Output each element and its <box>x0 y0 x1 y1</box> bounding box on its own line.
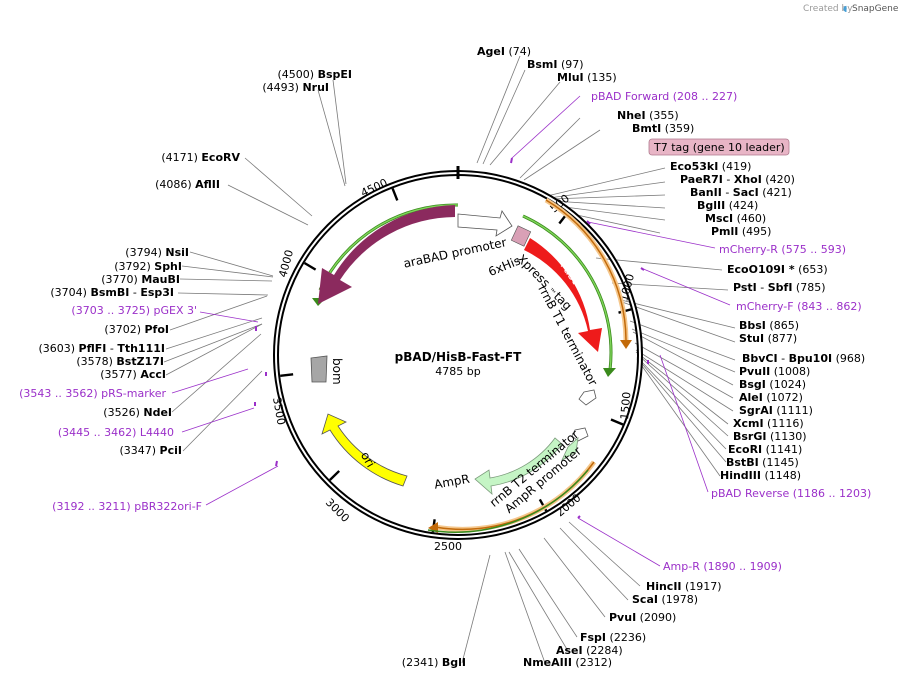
tick-label: 1500 <box>618 391 633 420</box>
enzyme-site-label: (3577) AccI <box>100 368 166 381</box>
tick-mark <box>329 470 341 481</box>
xpress-tag-feature <box>510 225 532 247</box>
enzyme-site-label: (4493) NruI <box>262 81 329 94</box>
enzyme-site-label: BmtI (359) <box>632 122 694 135</box>
enzyme-site-label: (3794) NsiI <box>125 246 189 259</box>
orange-arc-top <box>545 199 627 341</box>
leader-lines <box>163 55 736 664</box>
enzyme-site-label: FspI (2236) <box>580 631 646 644</box>
enzyme-site-label: BsmI (97) <box>527 58 584 71</box>
enzyme-site-label: PstI - SbfI (785) <box>733 281 826 294</box>
enzyme-site-label: EcoRI (1141) <box>728 443 802 456</box>
enzyme-site-label: BanII - SacI (421) <box>690 186 792 199</box>
primer-label: (3192 .. 3211) pBR322ori-F <box>52 500 202 513</box>
tick-mark <box>303 261 317 271</box>
t7-tag-label: T7 tag (gene 10 leader) <box>653 141 785 154</box>
enzyme-site-label: BbvCI - Bpu10I (968) <box>742 352 865 365</box>
tick-mark <box>280 373 294 378</box>
araC-label: araC <box>372 242 401 272</box>
enzyme-site-label: PaeR7I - XhoI (420) <box>680 173 795 186</box>
fast-ft-feature <box>524 238 602 352</box>
tick-mark <box>391 187 399 201</box>
enzyme-site-label: (3770) MauBI <box>101 273 180 286</box>
enzyme-site-label: EcoO109I * (653) <box>727 263 828 276</box>
snapgene-logo-icon: ◖ <box>843 4 847 13</box>
insert-arc-arrowhead <box>603 368 616 377</box>
primer-label: pBAD Reverse (1186 .. 1203) <box>711 487 871 500</box>
enzyme-site-label: (3702) PfoI <box>104 323 169 336</box>
primer-label: pBAD Forward (208 .. 227) <box>591 90 737 103</box>
enzyme-site-label: (4171) EcoRV <box>161 151 240 164</box>
enzyme-site-label: (3704) BsmBI - Esp3I <box>50 286 174 299</box>
tick-label: 3500 <box>270 396 288 426</box>
enzyme-site-label: SgrAI (1111) <box>739 404 813 417</box>
enzyme-site-label: AleI (1072) <box>739 391 803 404</box>
plasmid-name: pBAD/HisB-Fast-FT <box>395 350 522 364</box>
bom-feature <box>310 355 328 383</box>
primer-label: Amp-R (1890 .. 1909) <box>663 560 782 573</box>
enzyme-site-label: Eco53kI (419) <box>670 160 751 173</box>
enzyme-site-label: MscI (460) <box>705 212 766 225</box>
enzyme-site-label: PvuI (2090) <box>609 611 676 624</box>
primer-label: (3543 .. 3562) pRS-marker <box>19 387 166 400</box>
primer-label: mCherry-R (575 .. 593) <box>719 243 846 256</box>
enzyme-site-label: BbsI (865) <box>739 319 799 332</box>
rrnB-T1-feature <box>578 389 597 406</box>
enzyme-site-label: AseI (2284) <box>556 644 623 657</box>
enzyme-site-label: (4500) BspEI <box>278 68 353 81</box>
primer-label: (3703 .. 3725) pGEX 3' <box>71 304 197 317</box>
ori-label: ori <box>358 449 378 470</box>
tick-label: 2500 <box>434 540 462 553</box>
enzyme-site-label: (3578) BstZ17I <box>76 355 164 368</box>
enzyme-site-label: (3526) NdeI <box>103 406 172 419</box>
enzyme-site-label: (2341) BglI <box>402 656 466 669</box>
enzyme-site-label: AgeI (74) <box>477 45 531 58</box>
site-labels: AgeI (74)BsmI (97)MluI (135) NheI (355)Bm… <box>19 45 871 669</box>
enzyme-site-label: (3792) SphI <box>114 260 182 273</box>
enzyme-site-label: NmeAIII (2312) <box>523 656 612 669</box>
enzyme-site-label: PmlI (495) <box>711 225 771 238</box>
credit-brand: SnapGene <box>852 4 899 14</box>
araC-feature <box>318 205 455 304</box>
credit-text: Created by <box>803 4 853 14</box>
primer-leader-lines <box>171 95 731 567</box>
enzyme-site-label: StuI (877) <box>739 332 797 345</box>
rrnB-T2-feature <box>571 427 589 442</box>
enzyme-site-label: BglII (424) <box>697 199 758 212</box>
plasmid-length: 4785 bp <box>435 365 480 378</box>
enzyme-site-label: (4086) AflII <box>155 178 220 191</box>
ori-feature <box>321 413 408 487</box>
enzyme-site-label: HincII (1917) <box>646 580 722 593</box>
enzyme-site-label: PvuII (1008) <box>739 365 810 378</box>
enzyme-site-label: BsrGI (1130) <box>733 430 807 443</box>
ampR-promoter-feature <box>561 436 579 461</box>
primer-marks <box>254 157 649 519</box>
enzyme-site-label: BsgI (1024) <box>739 378 806 391</box>
6xhis-label: 6xHis <box>486 254 522 279</box>
enzyme-site-label: HindIII (1148) <box>720 469 801 482</box>
enzyme-site-label: BstBI (1145) <box>726 456 799 469</box>
ampR-feature <box>474 437 563 495</box>
bom-label: bom <box>330 358 344 385</box>
enzyme-site-label: (3603) PflFI - Tth111I <box>38 342 165 355</box>
enzyme-site-label: (3347) PciI <box>119 444 182 457</box>
primer-label: mCherry-F (843 .. 862) <box>736 300 862 313</box>
enzyme-site-label: MluI (135) <box>557 71 617 84</box>
enzyme-site-label: XcmI (1116) <box>733 417 804 430</box>
t7-tag-box <box>648 138 790 156</box>
enzyme-site-label: NheI (355) <box>617 109 679 122</box>
araBAD-promoter-feature <box>457 210 513 237</box>
primer-label: (3445 .. 3462) L4440 <box>58 426 174 439</box>
tick-mark <box>610 418 624 426</box>
enzyme-site-label: ScaI (1978) <box>632 593 698 606</box>
ampR-label: AmpR <box>433 472 471 492</box>
